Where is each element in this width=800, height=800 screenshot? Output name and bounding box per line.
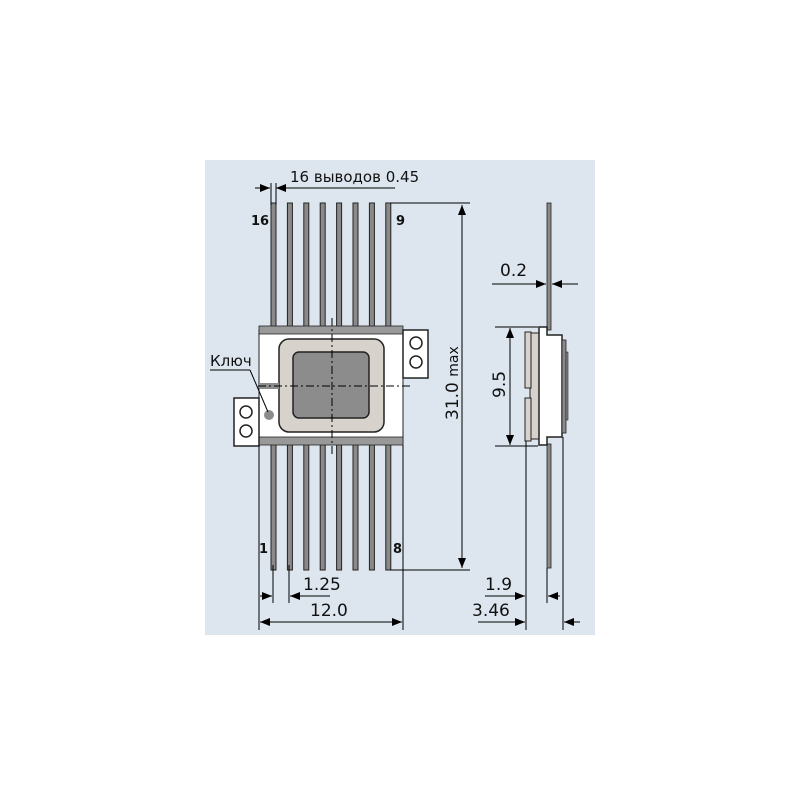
top-lead bbox=[336, 202, 343, 331]
length-suffix: max bbox=[446, 346, 462, 377]
pin-16-label: 16 bbox=[251, 214, 269, 229]
right-mounting-tab bbox=[402, 329, 429, 379]
seat-height-dimension: 1.9 bbox=[485, 437, 564, 630]
width-value: 12.0 bbox=[310, 601, 348, 621]
width-dimension: 12.0 bbox=[258, 445, 404, 630]
lead-thickness-value: 0.2 bbox=[500, 261, 527, 281]
total-height-dimension: 3.46 bbox=[472, 601, 580, 626]
bottom-lead bbox=[385, 442, 392, 571]
body-bottom-edge bbox=[258, 436, 404, 446]
length-dimension: 31.0 max bbox=[390, 202, 470, 571]
total-height-value: 3.46 bbox=[472, 601, 510, 621]
bottom-lead bbox=[352, 442, 359, 571]
bottom-lead bbox=[319, 442, 326, 571]
lead-thickness-dimension: 0.2 bbox=[492, 261, 578, 288]
pin-9-label: 9 bbox=[396, 214, 405, 229]
top-lead bbox=[270, 202, 277, 331]
bottom-lead bbox=[336, 442, 343, 571]
pitch-value: 1.25 bbox=[303, 575, 341, 595]
body-top-edge bbox=[258, 325, 404, 335]
pin-8-label: 8 bbox=[393, 542, 402, 557]
top-lead bbox=[319, 202, 326, 331]
lead-width-dimension: 16 выводов 0.45 bbox=[255, 168, 419, 205]
body-height-dimension: 9.5 bbox=[490, 326, 538, 447]
pin-1-label: 1 bbox=[259, 542, 268, 557]
top-lead bbox=[368, 202, 375, 331]
body-height-value: 9.5 bbox=[490, 371, 510, 398]
top-lead bbox=[286, 202, 293, 331]
side-view bbox=[524, 202, 569, 569]
svg-text:31.0 max: 31.0 max bbox=[443, 346, 463, 420]
bottom-lead bbox=[270, 442, 277, 571]
pitch-dimension: 1.25 bbox=[260, 565, 341, 603]
seat-height-value: 1.9 bbox=[485, 575, 512, 595]
lid-window bbox=[292, 351, 370, 419]
top-lead bbox=[303, 202, 310, 331]
top-lead bbox=[385, 202, 392, 331]
length-value: 31.0 bbox=[443, 382, 463, 420]
lead-count-width-label: 16 выводов 0.45 bbox=[290, 168, 419, 186]
key-label: Ключ bbox=[210, 352, 252, 370]
left-mounting-tab bbox=[233, 397, 260, 447]
top-lead bbox=[352, 202, 359, 331]
bottom-lead bbox=[286, 442, 293, 571]
bottom-lead bbox=[368, 442, 375, 571]
bottom-lead bbox=[303, 442, 310, 571]
key-marker bbox=[264, 410, 274, 420]
